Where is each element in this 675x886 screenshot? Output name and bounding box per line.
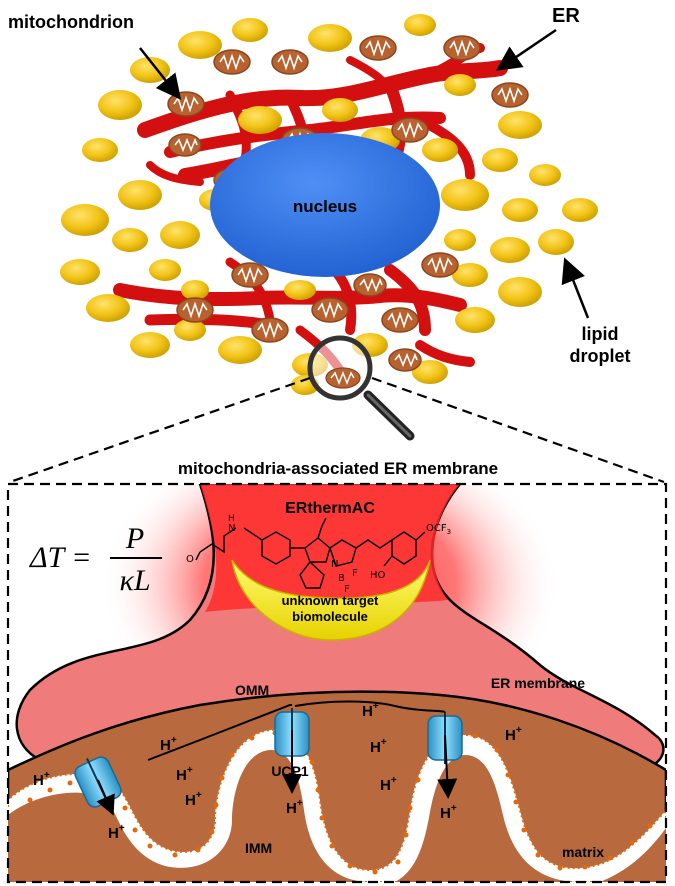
proton: H+ (505, 725, 522, 744)
atom-carbonyl-o: O (186, 554, 194, 565)
lipid-droplet-label-line1: lipid (582, 324, 619, 344)
erthermac-label: ERthermAC (285, 500, 375, 517)
target-label-line1: unknown target (282, 593, 379, 608)
proton: H+ (380, 775, 397, 794)
zoom-line-right (371, 376, 665, 484)
heat-equation: ΔT = P κL (29, 522, 162, 597)
proton: H+ (108, 823, 125, 842)
proton: H+ (370, 737, 387, 756)
target-label-line2: biomolecule (292, 609, 368, 624)
atom-f2: F (344, 584, 350, 595)
atom-ho: HO (370, 570, 386, 581)
proton: H+ (160, 735, 177, 754)
proton-arrow-3 (437, 734, 458, 799)
mitochondrion-arrow (139, 47, 182, 100)
ucp1-label: UCP1 (271, 763, 309, 779)
mam-zoom-panel (8, 484, 666, 882)
proton-path-1 (147, 704, 292, 761)
atom-b: B (338, 573, 345, 584)
nucleus (210, 133, 440, 277)
proton: H+ (362, 701, 379, 720)
mam-title: mitochondria-associated ER membrane (178, 459, 498, 478)
target-biomolecule (231, 559, 431, 641)
proton: H+ (440, 803, 457, 822)
proton-path-2 (294, 700, 446, 713)
proton: H+ (286, 798, 303, 817)
proton: H+ (176, 765, 193, 784)
atom-nh-n: N (228, 523, 235, 534)
lipid-droplets (60, 14, 598, 395)
omm-label: OMM (235, 682, 269, 698)
lipid-droplet-arrow (561, 257, 590, 319)
er-arrow (495, 28, 557, 71)
lipid-droplet-label-line2: droplet (570, 346, 631, 366)
zoom-box-border (6, 482, 668, 884)
equation-numerator: P (125, 522, 144, 555)
matrix-label: matrix (562, 844, 604, 860)
atom-ocf3: OCF3 (426, 523, 451, 536)
cell-overview: nucleus mitochondrion ER lipid droplet (8, 5, 665, 484)
atom-f1: F (352, 568, 358, 579)
proton: H+ (185, 790, 202, 809)
er-label: ER (552, 5, 580, 27)
er-membrane-label: ER membrane (491, 675, 585, 691)
erthermac-atom-labels: N H O N B F F HO OCF3 (186, 514, 451, 595)
atom-nh-h: H (228, 514, 235, 524)
erthermac-structure (195, 517, 426, 589)
proton-arrow-1 (96, 779, 115, 816)
atom-n: N (331, 559, 338, 570)
protons: H+ H+ H+ H+ H+ H+ H+ H+ H+ H+ H+ (33, 701, 522, 842)
imm-label: IMM (245, 840, 272, 856)
magnifier-icon (307, 335, 415, 441)
nucleus-label: nucleus (293, 197, 357, 216)
proton: H+ (33, 770, 50, 789)
equation-lhs: ΔT = (29, 541, 92, 574)
zoom-line-left (9, 376, 311, 484)
equation-denominator: κL (119, 564, 150, 597)
mitochondrion-label: mitochondrion (8, 12, 134, 32)
